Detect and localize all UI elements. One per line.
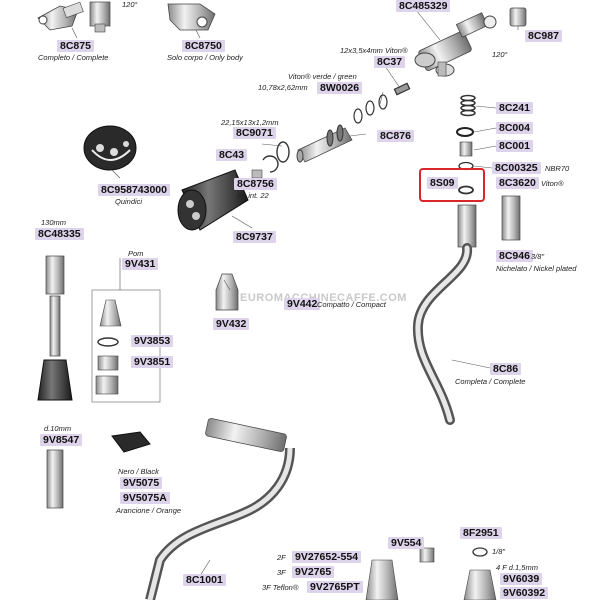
part-code: 8C001	[496, 140, 533, 152]
part-code: 9V3853	[131, 335, 174, 347]
tip-d10-part	[46, 449, 64, 509]
part-code: 9V432	[213, 318, 250, 330]
part-code: 9V27652-554	[292, 551, 362, 563]
o-rings-part	[353, 82, 411, 124]
steam-wand-part	[412, 204, 477, 425]
part-code: 8C8750	[182, 40, 225, 52]
part-code: 9V2765	[292, 566, 335, 578]
small-clip-part	[251, 169, 263, 179]
part-code: 8C43	[216, 149, 248, 161]
part-code: 8W0026	[317, 82, 363, 94]
spec-note: A2 int. 22	[237, 191, 269, 200]
size-note: 22,15x13x1,2mm	[221, 118, 279, 127]
part-code: 8C946	[496, 250, 533, 262]
circlip-part	[262, 155, 279, 173]
part-code: 8C86	[490, 363, 522, 375]
part-code: 8C958743000	[98, 184, 170, 196]
part-code: 8C8756	[234, 178, 277, 190]
compact-tip-part	[215, 273, 239, 311]
length-note: 130mm	[41, 218, 67, 227]
part-code: 9V3851	[131, 356, 174, 368]
complete-note: Completa / Complete	[455, 377, 526, 386]
pom-sleeve-part	[95, 375, 119, 395]
holes-note: 2F	[277, 553, 286, 562]
part-code: 8C48335	[35, 228, 84, 240]
material-note: Pom	[128, 249, 144, 258]
part-code: 8F2951	[460, 527, 502, 539]
part-code: 9V554	[388, 537, 425, 549]
part-code: 8C9071	[233, 127, 276, 139]
part-code: 9V6039	[500, 573, 543, 585]
part-code: 8C00325	[492, 162, 541, 174]
part-code: 9V8547	[40, 434, 83, 446]
part-code: 8C987	[525, 30, 562, 42]
body-only-note: Solo corpo / Only body	[167, 53, 243, 62]
thread-note: 1/8"	[492, 547, 506, 556]
diameter-note: d.10mm	[44, 424, 72, 433]
material-note: NBR70	[545, 164, 570, 173]
gasket-8s09-part	[458, 185, 474, 195]
knob-quindici-part	[83, 125, 137, 171]
holes-note: 3F Teflon®	[262, 583, 299, 592]
part-code: 9V5075	[120, 477, 163, 489]
angle-note: 120°	[122, 0, 138, 9]
part-code: 8C004	[496, 122, 533, 134]
part-code: 8C241	[496, 102, 533, 114]
complete-note: Completo / Complete	[38, 53, 109, 62]
material-note: Viton® verde / green	[288, 72, 357, 81]
pom-ring-part	[97, 337, 119, 347]
compact-note: Compatto / Compact	[317, 300, 386, 309]
highlight-box	[419, 168, 485, 202]
model-note: Quindici	[115, 197, 143, 206]
material-note: Viton®	[541, 179, 564, 188]
part-code: 8C485329	[396, 0, 451, 12]
size-note: 12x3,5x4mm Viton®	[340, 46, 408, 55]
washer-18-part	[472, 547, 488, 557]
tip-9v554-part	[419, 547, 435, 563]
finish-note: Nichelato / Nickel plated	[496, 264, 577, 273]
size-note: 10,78x2,62mm	[258, 83, 308, 92]
part-code: 8S09	[427, 177, 458, 189]
part-code: 8C9737	[233, 231, 276, 243]
color-note: Arancione / Orange	[116, 506, 182, 515]
tip-4f-part	[463, 569, 497, 600]
washer-part	[276, 141, 290, 163]
nut-part	[509, 7, 527, 27]
watermark: EUROMACCHINECAFFE.COM	[240, 292, 407, 304]
holes-note: 3F	[277, 568, 286, 577]
nickel-sleeve-part	[501, 195, 521, 241]
part-code: 8C876	[377, 130, 414, 142]
pom-tip-part	[99, 299, 122, 327]
valve-pin-part	[459, 141, 473, 157]
angle-note: 120°	[492, 50, 508, 59]
lower-wand-part	[145, 418, 295, 600]
knob-part	[177, 169, 249, 231]
part-code: 8C1001	[183, 574, 226, 586]
part-code: 9V60392	[500, 587, 549, 599]
tip-2f-part	[365, 559, 399, 600]
seal-ring-part	[456, 127, 474, 137]
spring-part	[460, 94, 476, 117]
steam-tap-assembly	[414, 12, 497, 77]
part-code: 9V431	[122, 258, 159, 270]
part-code: 8C875	[57, 40, 94, 52]
leader-lines	[71, 9, 519, 583]
valve-body-part	[167, 3, 216, 31]
pom-bushing-part	[97, 355, 119, 371]
spindle-part	[296, 124, 353, 163]
color-note: Nero / Black	[118, 467, 159, 476]
part-code: 9V2765PT	[307, 581, 363, 593]
part-code: 8C37	[374, 56, 406, 68]
part-code: 9V442	[284, 298, 321, 310]
holes-note: 4 F d.1,5mm	[496, 563, 538, 572]
tip-assembly-part	[37, 255, 73, 401]
thread-note: 3/8"	[531, 252, 545, 261]
clip-black-part	[111, 431, 151, 453]
part-code: 9V5075A	[120, 492, 170, 504]
valve-complete-part	[37, 1, 111, 33]
part-code: 8C3620	[496, 177, 539, 189]
